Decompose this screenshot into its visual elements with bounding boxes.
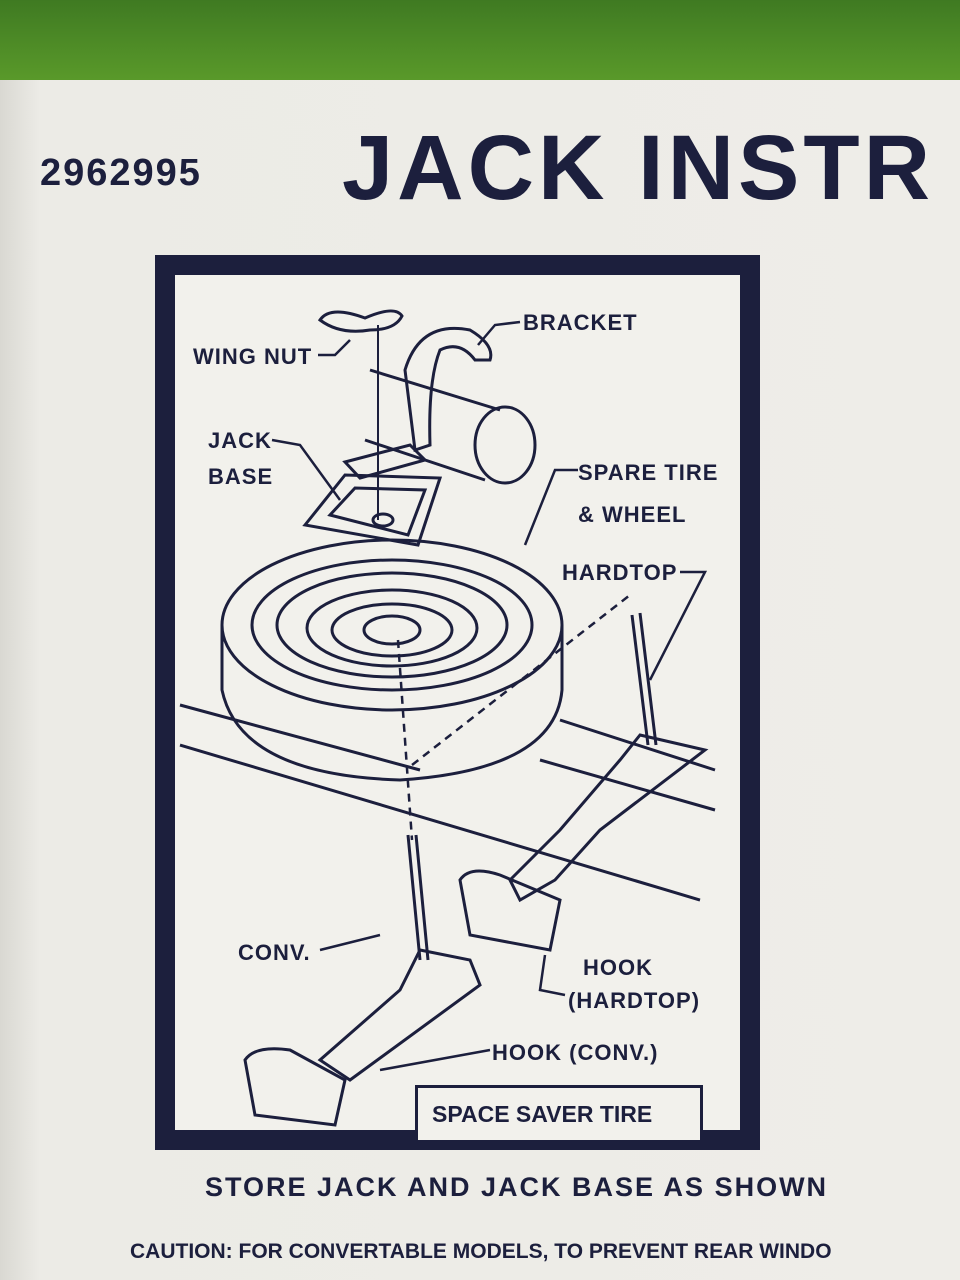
label-hook-conv: HOOK (CONV.) xyxy=(492,1040,659,1065)
caption-text: SPACE SAVER TIRE xyxy=(432,1101,653,1127)
decal-title: JACK INSTR xyxy=(342,117,935,219)
label-jack: JACK xyxy=(208,428,272,453)
label-wing-nut: WING NUT xyxy=(193,344,313,369)
store-instruction: STORE JACK AND JACK BASE AS SHOWN xyxy=(205,1172,829,1202)
label-spare-tire: SPARE TIRE xyxy=(578,460,719,485)
part-number: 2962995 xyxy=(40,152,202,194)
caption-box: SPACE SAVER TIRE xyxy=(415,1085,703,1140)
caution-text: CAUTION: FOR CONVERTABLE MODELS, TO PREV… xyxy=(130,1240,832,1263)
green-background xyxy=(0,0,960,82)
label-bracket: BRACKET xyxy=(523,310,638,335)
label-base: BASE xyxy=(208,464,274,489)
label-wheel: & WHEEL xyxy=(578,502,687,527)
label-conv: CONV. xyxy=(238,940,311,965)
label-hook: HOOK xyxy=(583,955,653,980)
label-hook-hardtop: (HARDTOP) xyxy=(568,988,701,1013)
label-hardtop: HARDTOP xyxy=(562,560,678,585)
